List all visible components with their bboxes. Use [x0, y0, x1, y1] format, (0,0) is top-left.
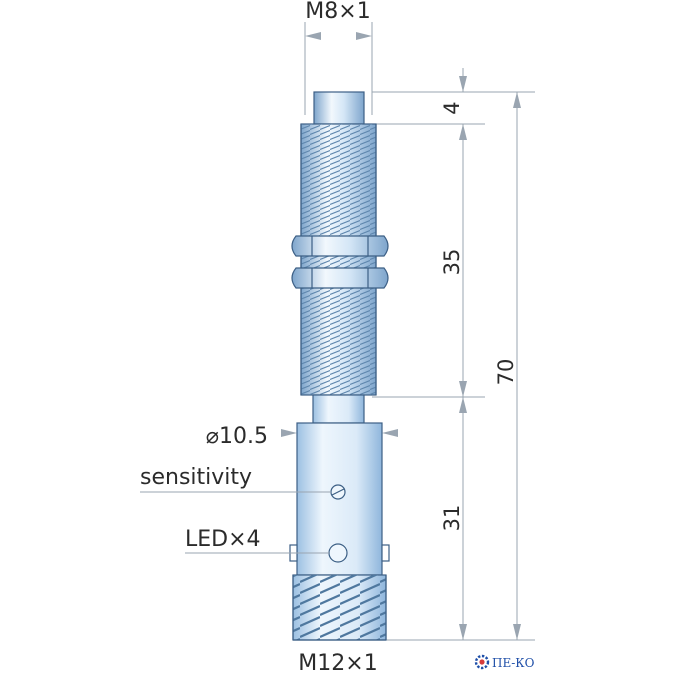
- sensitivity-screw-icon: [330, 484, 346, 500]
- arrow-body-top: [459, 397, 467, 413]
- sensor-body: [289, 91, 390, 641]
- led-window-right: [381, 544, 390, 562]
- arrow-diameter-left: [281, 429, 297, 437]
- arrow-thread-bottom: [459, 381, 467, 397]
- dim-label-thread: 35: [440, 249, 464, 276]
- label-m8-thread: M8×1: [305, 0, 370, 24]
- gear-icon: [474, 654, 490, 670]
- arrow-overall-bottom: [513, 624, 521, 640]
- extension-lines: [304, 22, 535, 641]
- label-diameter: ⌀10.5: [206, 424, 268, 449]
- label-sensitivity: sensitivity: [140, 465, 252, 490]
- arrow-overall-top: [513, 92, 521, 108]
- m8-thread-lines: [301, 124, 376, 395]
- label-m12-thread: M12×1: [298, 651, 377, 675]
- brand-logo: ПЕ-КО: [474, 654, 535, 670]
- nut-lower: [291, 267, 389, 289]
- arrow-diameter-right: [382, 429, 398, 437]
- sensing-tip: [313, 91, 365, 125]
- leader-lines: [140, 491, 331, 554]
- arrow-tip-top: [459, 76, 467, 92]
- logo-text: ПЕ-КО: [492, 656, 535, 670]
- label-led: LED×4: [185, 527, 261, 552]
- dim-label-overall: 70: [494, 359, 518, 386]
- m12-thread-lines: [293, 575, 386, 640]
- led-lens-icon: [328, 543, 348, 563]
- arrow-thread-top: [459, 124, 467, 140]
- nut-upper: [291, 235, 389, 257]
- arrow-m8-left: [305, 32, 321, 40]
- arrow-body-bottom: [459, 624, 467, 640]
- dim-label-tip: 4: [440, 101, 464, 114]
- dim-label-body: 31: [440, 505, 464, 532]
- arrow-m8-right: [356, 32, 372, 40]
- dimension-arrows: [281, 32, 521, 640]
- dimension-lines: [462, 68, 518, 640]
- neck: [312, 394, 365, 424]
